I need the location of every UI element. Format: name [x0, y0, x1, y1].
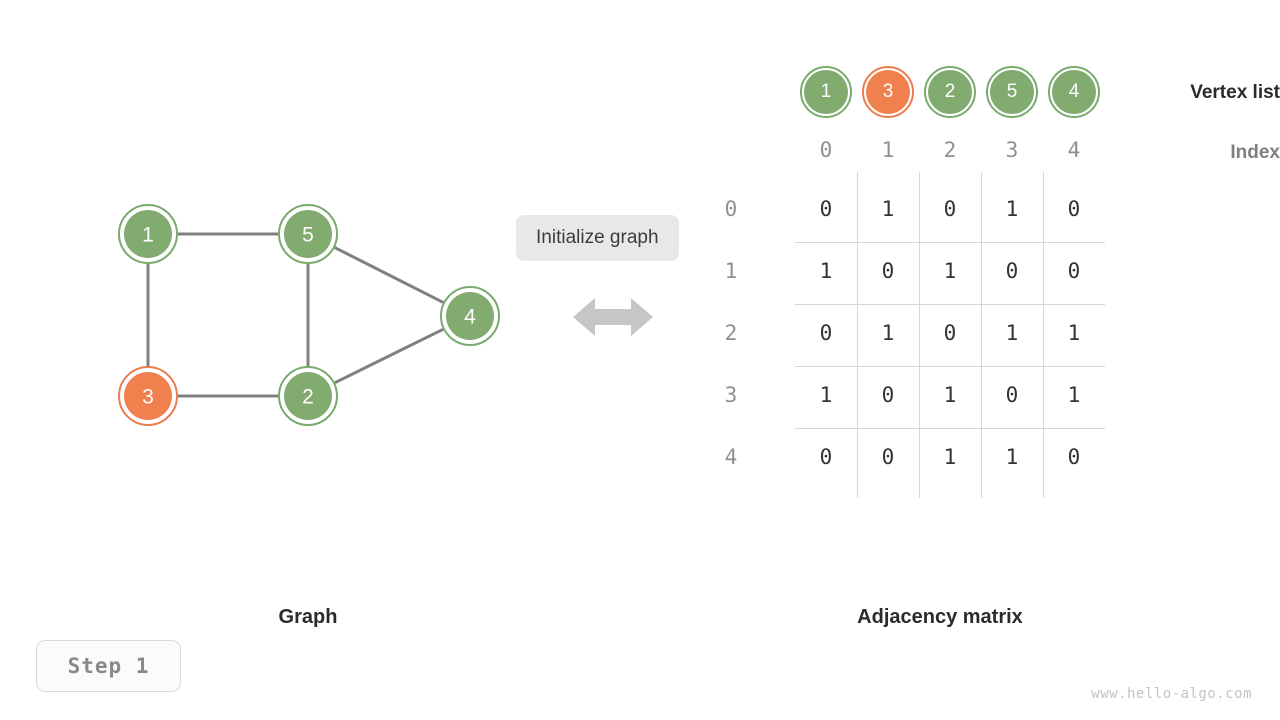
matrix-row-label: 0	[724, 197, 738, 221]
matrix-cell: 1	[943, 383, 957, 407]
matrix-cell: 0	[1067, 197, 1081, 221]
double-headed-arrow-icon	[573, 294, 653, 345]
graph-node-label: 2	[302, 386, 314, 409]
matrix-cell: 0	[819, 445, 833, 469]
graph-node: 4	[440, 286, 500, 346]
matrix-cell: 0	[1005, 383, 1019, 407]
index-header-cell: 4	[1067, 138, 1081, 162]
vertex-chip: 1	[800, 66, 852, 118]
vertex-chip: 2	[924, 66, 976, 118]
graph-edge	[334, 327, 444, 385]
graph-node: 2	[278, 366, 338, 426]
matrix-grid-line-vertical	[857, 172, 858, 498]
graph-node-label: 3	[142, 386, 154, 409]
matrix-cell: 0	[819, 321, 833, 345]
step-badge: Step 1	[36, 640, 181, 692]
graph-svg: 1 5 4 3 2	[118, 204, 500, 426]
matrix-grid-line-vertical	[981, 172, 982, 498]
vertex-chip-label: 5	[990, 70, 1034, 114]
graph-panel: 1 5 4 3 2	[0, 0, 520, 560]
vertex-chip-ring	[924, 66, 976, 118]
matrix-grid-line-horizontal	[795, 366, 1105, 367]
index-header-cell: 0	[819, 138, 833, 162]
vertex-list-label: Vertex list	[1190, 82, 1280, 103]
vertex-chip-ring	[800, 66, 852, 118]
matrix-row-label: 3	[724, 383, 738, 407]
matrix-cell: 0	[943, 321, 957, 345]
matrix-cell: 1	[943, 445, 957, 469]
graph-node: 5	[278, 204, 338, 264]
vertex-chip-label: 1	[804, 70, 848, 114]
matrix-row-label: 1	[724, 259, 738, 283]
matrix-row-label: 2	[724, 321, 738, 345]
index-header-cell: 2	[943, 138, 957, 162]
vertex-chip-ring	[986, 66, 1038, 118]
matrix-cell: 1	[1005, 197, 1019, 221]
graph-edge	[334, 246, 444, 304]
vertex-chip-label: 2	[928, 70, 972, 114]
matrix-cell: 1	[1067, 383, 1081, 407]
vertex-chip-label: 4	[1052, 70, 1096, 114]
graph-node-label: 1	[142, 224, 154, 247]
index-label: Index	[1230, 142, 1280, 163]
matrix-cell: 1	[881, 197, 895, 221]
matrix-caption: Adjacency matrix	[857, 606, 1023, 628]
vertex-chip: 3	[862, 66, 914, 118]
vertex-chip: 4	[1048, 66, 1100, 118]
matrix-cell: 0	[881, 259, 895, 283]
matrix-cell: 0	[1067, 259, 1081, 283]
matrix-cell: 0	[881, 383, 895, 407]
matrix-cell: 1	[943, 259, 957, 283]
matrix-cell: 1	[819, 383, 833, 407]
matrix-cell: 1	[819, 259, 833, 283]
graph-node: 1	[118, 204, 178, 264]
matrix-cell: 0	[1067, 445, 1081, 469]
matrix-cell: 0	[943, 197, 957, 221]
edge-layer	[146, 232, 444, 398]
index-header-cell: 3	[1005, 138, 1019, 162]
matrix-cell: 1	[1005, 445, 1019, 469]
graph-node-label: 5	[302, 224, 314, 247]
vertex-chip-ring	[862, 66, 914, 118]
vertex-chip-label: 3	[866, 70, 910, 114]
matrix-cell: 1	[1005, 321, 1019, 345]
vertex-chip-ring	[1048, 66, 1100, 118]
watermark: www.hello-algo.com	[1091, 686, 1252, 702]
transform-label: Initialize graph	[516, 215, 679, 261]
matrix-cell: 1	[881, 321, 895, 345]
matrix-grid-line-vertical	[919, 172, 920, 498]
vertex-chip: 5	[986, 66, 1038, 118]
matrix-grid-line-horizontal	[795, 304, 1105, 305]
matrix-grid-line-horizontal	[795, 242, 1105, 243]
node-layer: 1 5 4 3 2	[118, 204, 500, 426]
graph-node-label: 4	[464, 306, 476, 329]
index-header-cell: 1	[881, 138, 895, 162]
matrix-grid-line-vertical	[1043, 172, 1044, 498]
matrix-cell: 1	[1067, 321, 1081, 345]
graph-caption: Graph	[278, 606, 338, 628]
matrix-cell: 0	[881, 445, 895, 469]
graph-node: 3	[118, 366, 178, 426]
matrix-row-label: 4	[724, 445, 738, 469]
matrix-grid-line-horizontal	[795, 428, 1105, 429]
matrix-cell: 0	[819, 197, 833, 221]
matrix-cell: 0	[1005, 259, 1019, 283]
